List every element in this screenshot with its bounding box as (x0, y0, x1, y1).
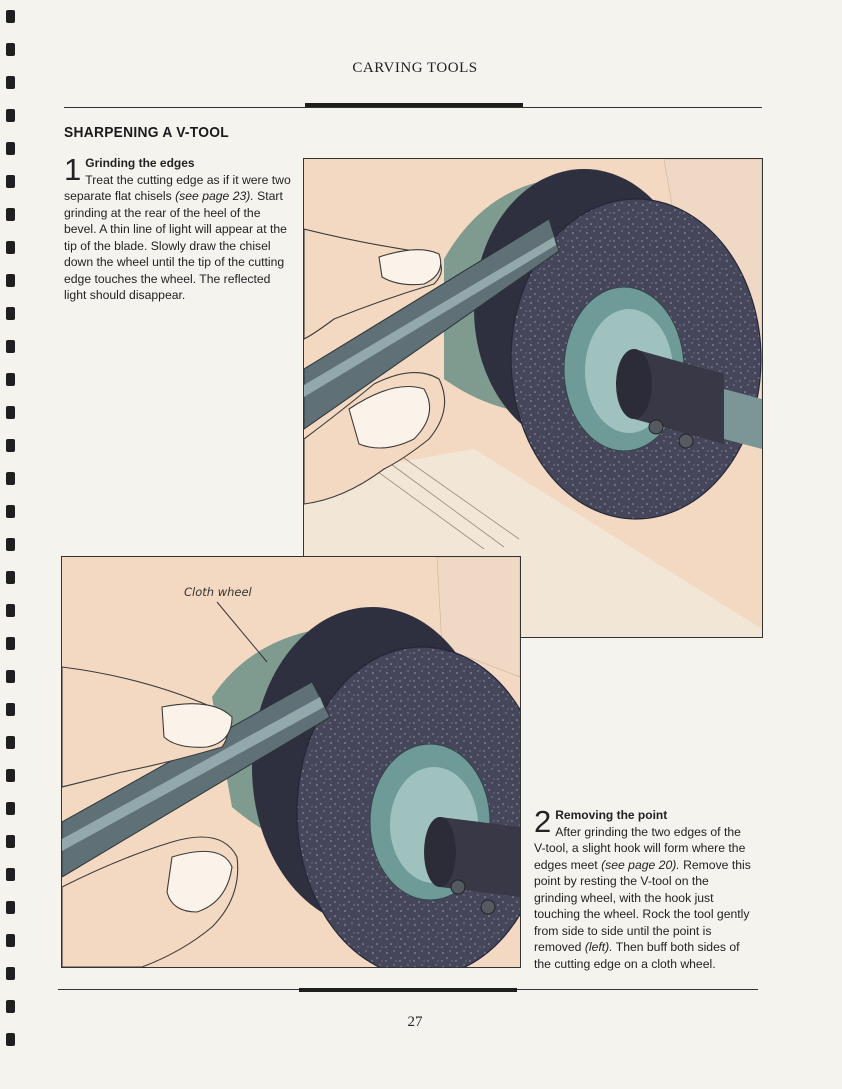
binding-hole (6, 769, 15, 782)
step-1-number: 1 (64, 152, 82, 187)
step-2-number: 2 (534, 804, 552, 839)
binding-hole (6, 406, 15, 419)
step-1-text-a: Treat the cutting edge as if it were two… (64, 172, 291, 204)
binding-hole (6, 835, 15, 848)
step-2-page-ref: (see page 20). (601, 857, 680, 872)
cloth-wheel-callout: Cloth wheel (184, 585, 252, 599)
binding-hole (6, 538, 15, 551)
step-1-heading: Grinding the edges (85, 156, 195, 170)
step-1-text-b: Start grinding at the rear of the heel o… (64, 189, 287, 302)
spiral-binding (6, 10, 24, 1070)
binding-hole (6, 637, 15, 650)
binding-hole (6, 241, 15, 254)
figure-grinding-edges (303, 158, 763, 638)
step-2-left-ref: (left). (584, 940, 613, 954)
binding-hole (6, 439, 15, 452)
header-rule (64, 107, 762, 108)
binding-hole (6, 736, 15, 749)
step-2-text-c: Then buff both sides of the cutting edge… (534, 940, 740, 971)
step-1-page-ref: (see page 23). (175, 189, 254, 203)
page-number: 27 (407, 1014, 423, 1030)
footer-rule-accent (299, 988, 517, 992)
figure-removing-point (61, 556, 521, 968)
section-title: SHARPENING A V-TOOL (64, 124, 229, 141)
binding-hole (6, 670, 15, 683)
header-rule-accent (305, 103, 523, 107)
grinding-illustration (304, 159, 762, 637)
running-head: CARVING TOOLS (352, 60, 478, 76)
binding-hole (6, 934, 15, 947)
binding-hole (6, 1033, 15, 1046)
binding-hole (6, 604, 15, 617)
binding-hole (6, 274, 15, 287)
step-2-text-b: Remove this point by resting the V-tool … (534, 857, 751, 955)
binding-hole (6, 340, 15, 353)
binding-hole (6, 802, 15, 815)
binding-hole (6, 472, 15, 485)
step-2-heading: Removing the point (555, 808, 668, 822)
binding-hole (6, 868, 15, 881)
binding-hole (6, 175, 15, 188)
binding-hole (6, 1000, 15, 1013)
binding-hole (6, 76, 15, 89)
binding-hole (6, 109, 15, 122)
binding-hole (6, 703, 15, 716)
binding-hole (6, 571, 15, 584)
binding-hole (6, 505, 15, 518)
binding-hole (6, 142, 15, 155)
binding-hole (6, 901, 15, 914)
step-2-text-a: After grinding the two edges of the V-to… (534, 824, 746, 872)
binding-hole (6, 10, 15, 23)
removing-point-illustration (62, 557, 520, 967)
binding-hole (6, 208, 15, 221)
binding-hole (6, 307, 15, 320)
binding-hole (6, 43, 15, 56)
binding-hole (6, 967, 15, 980)
binding-hole (6, 373, 15, 386)
